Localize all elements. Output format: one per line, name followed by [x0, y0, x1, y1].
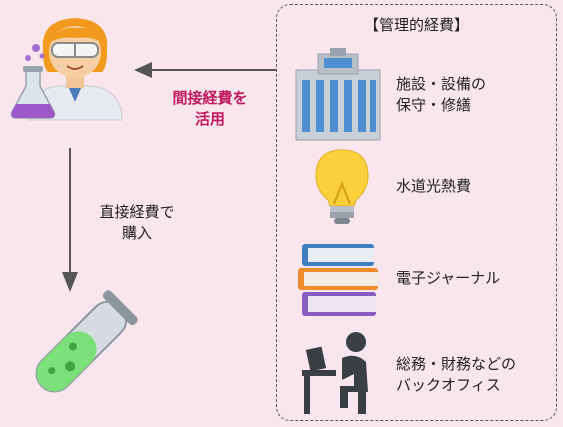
item-journals-label: 電子ジャーナル	[396, 269, 501, 287]
direct-cost-label: 直接経費で 購入	[99, 203, 175, 242]
item-utilities-label: 水道光熱費	[396, 177, 472, 195]
lightbulb-icon	[315, 149, 369, 224]
indirect-flow-arrow	[134, 62, 276, 78]
scientist-icon	[10, 18, 123, 121]
test-tube-icon	[35, 290, 138, 393]
item-facility-label: 施設・設備の 保守・修繕	[396, 75, 487, 114]
building-icon	[295, 48, 381, 141]
desk-worker-icon	[302, 332, 368, 414]
indirect-cost-label: 間接経費を 活用	[172, 89, 248, 128]
books-icon	[298, 244, 378, 316]
box-title: 【管理的経費】	[363, 16, 469, 34]
direct-flow-arrow	[62, 148, 78, 292]
item-backoffice-label: 総務・財務などの バックオフィス	[396, 355, 517, 394]
administrative-costs-box	[276, 4, 557, 421]
